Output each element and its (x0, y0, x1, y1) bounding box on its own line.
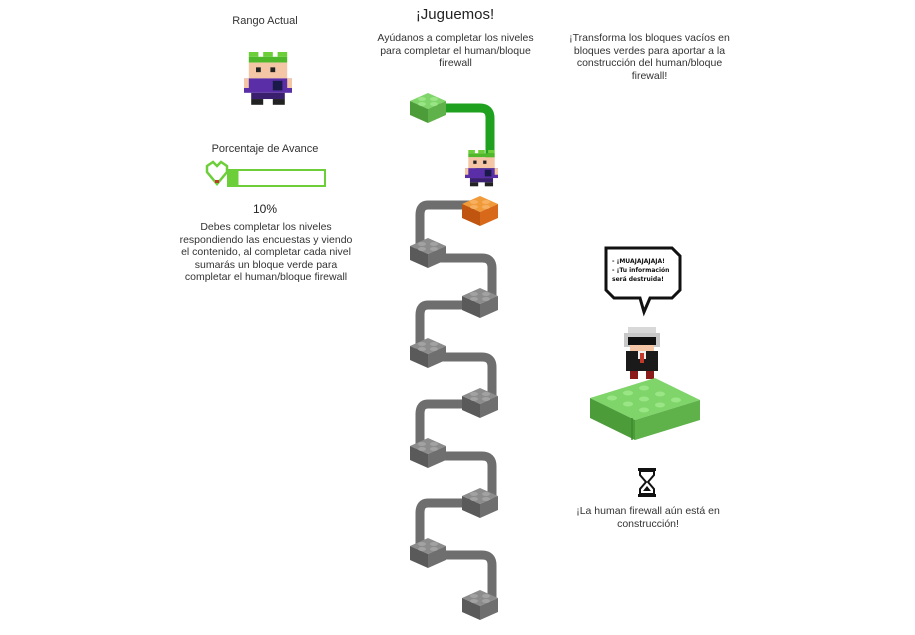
progress-title: Porcentaje de Avance (211, 143, 319, 155)
speech-line: - ¡Tu información será destruida! (612, 267, 670, 283)
hacker-avatar (624, 327, 660, 379)
left-description: Debes completar los niveles respondiendo… (179, 221, 353, 283)
center-description: Ayúdanos a completar los niveles para co… (377, 32, 534, 69)
progress-percent: 10% (252, 202, 278, 216)
status-text: ¡La human firewall aún está en construcc… (576, 505, 720, 530)
progress-fill (229, 171, 239, 185)
speech-text: - ¡MUAJAJAJAJA! - ¡Tu información será d… (612, 257, 678, 284)
level-brick (410, 538, 446, 568)
level-brick (410, 238, 446, 268)
right-description: ¡Transforma los bloques vacíos en bloque… (569, 32, 730, 82)
level-brick (410, 93, 446, 123)
rank-title: Rango Actual (232, 15, 298, 27)
rank-avatar (244, 52, 292, 105)
level-brick (410, 338, 446, 368)
heart-icon (205, 160, 229, 186)
page-title: ¡Juguemos! (415, 6, 495, 23)
player-avatar (465, 150, 498, 187)
firewall-wall (590, 378, 700, 440)
speech-line: - ¡MUAJAJAJAJA! (612, 258, 665, 265)
hourglass-icon (638, 468, 656, 497)
level-path (415, 103, 497, 598)
speech-bubble (604, 246, 682, 317)
level-brick (410, 438, 446, 468)
progress-bar (205, 160, 326, 187)
